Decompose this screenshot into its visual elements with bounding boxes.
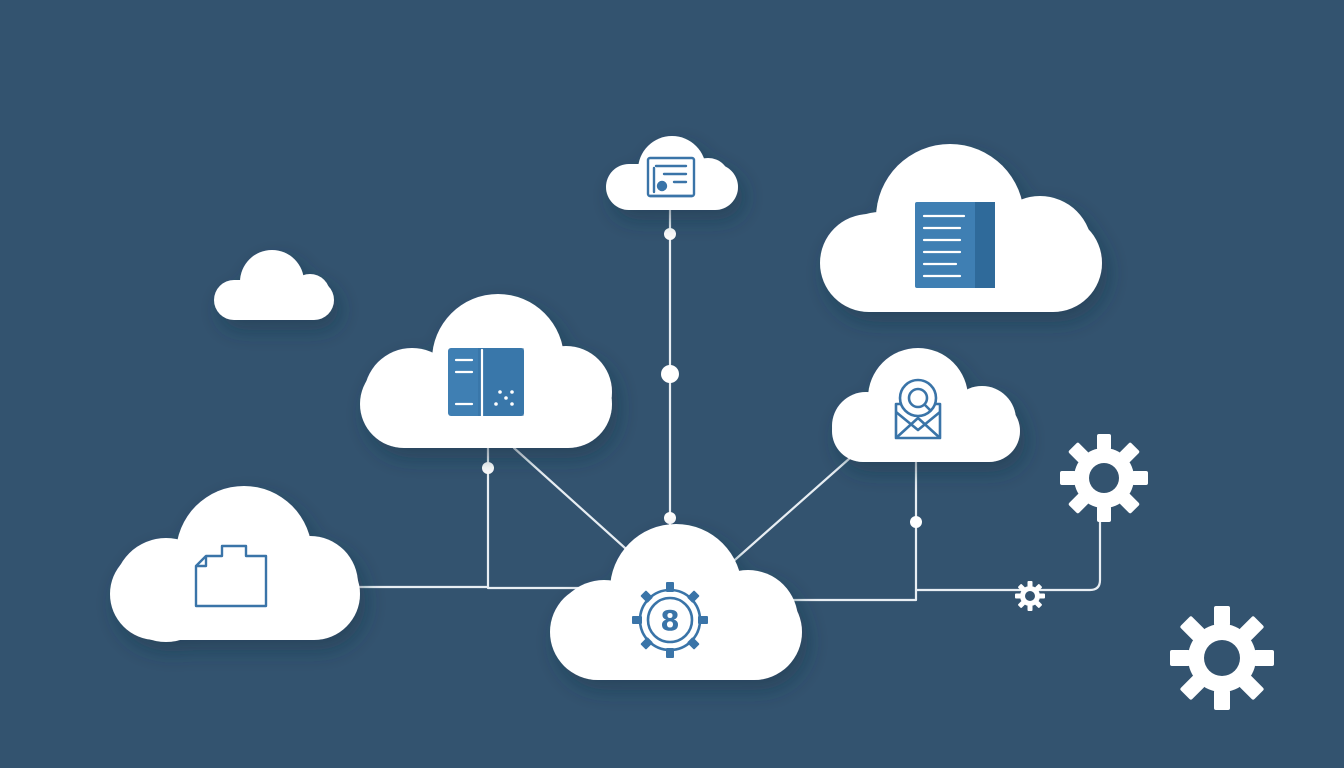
gear-icon xyxy=(1170,606,1274,710)
connector-mail-vertical xyxy=(784,456,918,602)
node-dot xyxy=(910,516,922,528)
connectors xyxy=(356,206,1102,602)
central-node-label: 8 xyxy=(660,604,679,637)
node-dot xyxy=(661,365,679,383)
connector-to-gear xyxy=(914,516,1102,592)
server-icon xyxy=(448,348,524,418)
gear-icon xyxy=(1015,581,1045,611)
gear-icon xyxy=(1060,434,1148,522)
node-dot xyxy=(664,228,676,240)
cloud-folder[interactable] xyxy=(110,486,360,642)
connector-mail-to-central xyxy=(726,456,852,568)
connector-server-to-central xyxy=(512,446,627,550)
node-dot xyxy=(482,462,494,474)
mail-icon xyxy=(894,378,942,440)
connector-dots xyxy=(482,228,922,528)
node-dot xyxy=(664,512,676,524)
central-gear-icon: 8 xyxy=(632,582,708,658)
document-icon xyxy=(646,156,696,198)
cloud-small[interactable] xyxy=(214,250,334,320)
book-icon xyxy=(915,202,995,288)
folder-icon xyxy=(194,544,268,608)
